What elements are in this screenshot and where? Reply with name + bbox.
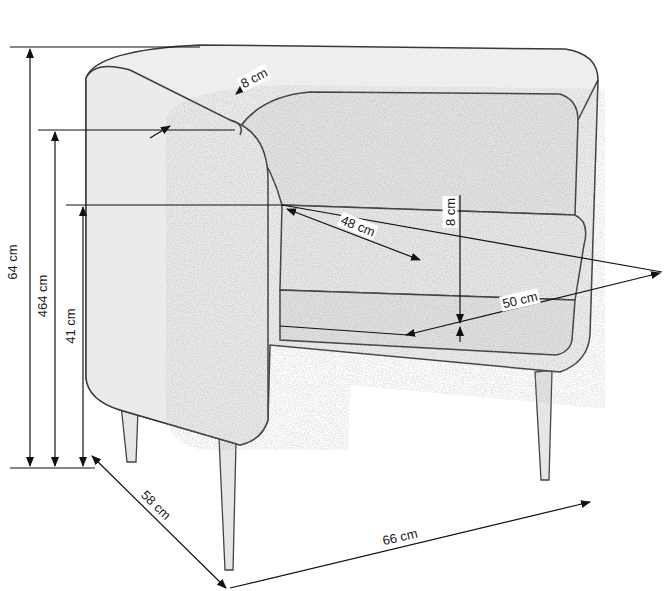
dimension-label: 66 cm xyxy=(379,525,421,548)
dimension-label: 464 cm xyxy=(35,273,50,320)
dimension-label: 64 cm xyxy=(5,242,20,281)
dimension-label: 8 cm xyxy=(443,196,458,228)
fabric-texture xyxy=(80,40,605,450)
dimension-lines xyxy=(10,47,662,588)
dimension-label: 41 cm xyxy=(63,306,78,345)
